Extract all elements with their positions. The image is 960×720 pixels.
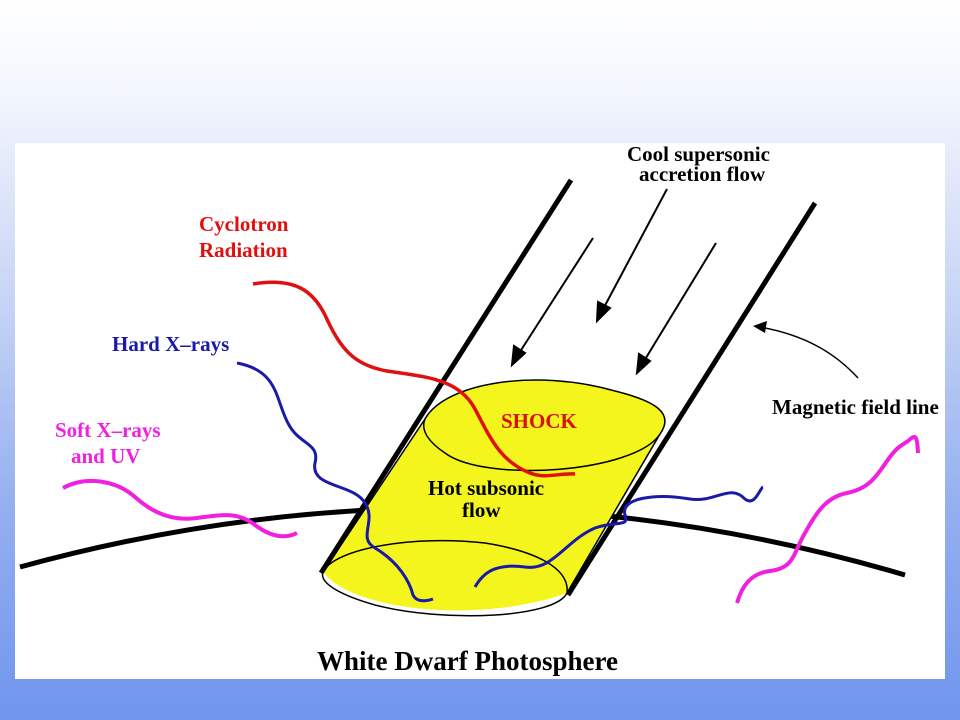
cyclotron-radiation-wave: [252, 280, 576, 478]
infall-arrowhead: [510, 344, 527, 368]
column-right-edge: [566, 433, 661, 594]
infall-arrowhead: [635, 352, 652, 376]
shock-front-ellipse: [423, 379, 666, 472]
magnetic-field-arrowhead: [753, 321, 767, 333]
hard-xray-wave-left: [236, 361, 434, 603]
infall-arrows: [510, 188, 717, 376]
cyclotron-label-line2: Radiation: [199, 238, 288, 262]
magnetic-field-label: Magnetic field line: [772, 395, 939, 419]
photosphere-caption: White Dwarf Photosphere: [317, 646, 618, 676]
soft-xrays-label-line2: and UV: [71, 444, 141, 468]
soft-xray-uv-wave-left: [62, 478, 298, 539]
accretion-flow-label-line2: accretion flow: [639, 162, 766, 186]
shock-label: SHOCK: [501, 409, 577, 433]
soft-xray-uv-wave-right: [735, 434, 920, 604]
magnetic-field-line-left: [318, 178, 574, 575]
accretion-flow-label-line1: Cool supersonic: [627, 143, 770, 166]
diagram-panel: Cool supersonic accretion flow Cyclotron…: [15, 143, 945, 679]
hard-xrays-label: Hard X–rays: [112, 332, 230, 356]
cyclotron-label-line1: Cyclotron: [199, 212, 289, 236]
accretion-column-diagram: [19, 178, 920, 617]
soft-xrays-label-line1: Soft X–rays: [55, 418, 161, 442]
magnetic-field-line-right: [565, 201, 818, 597]
hot-flow-label-line1: Hot subsonic: [428, 476, 545, 500]
infall-arrowhead: [595, 300, 612, 324]
magnetic-field-pointer-arrow: [759, 326, 859, 379]
hot-flow-label-line2: flow: [462, 498, 501, 522]
hard-xray-wave-right: [473, 485, 765, 588]
